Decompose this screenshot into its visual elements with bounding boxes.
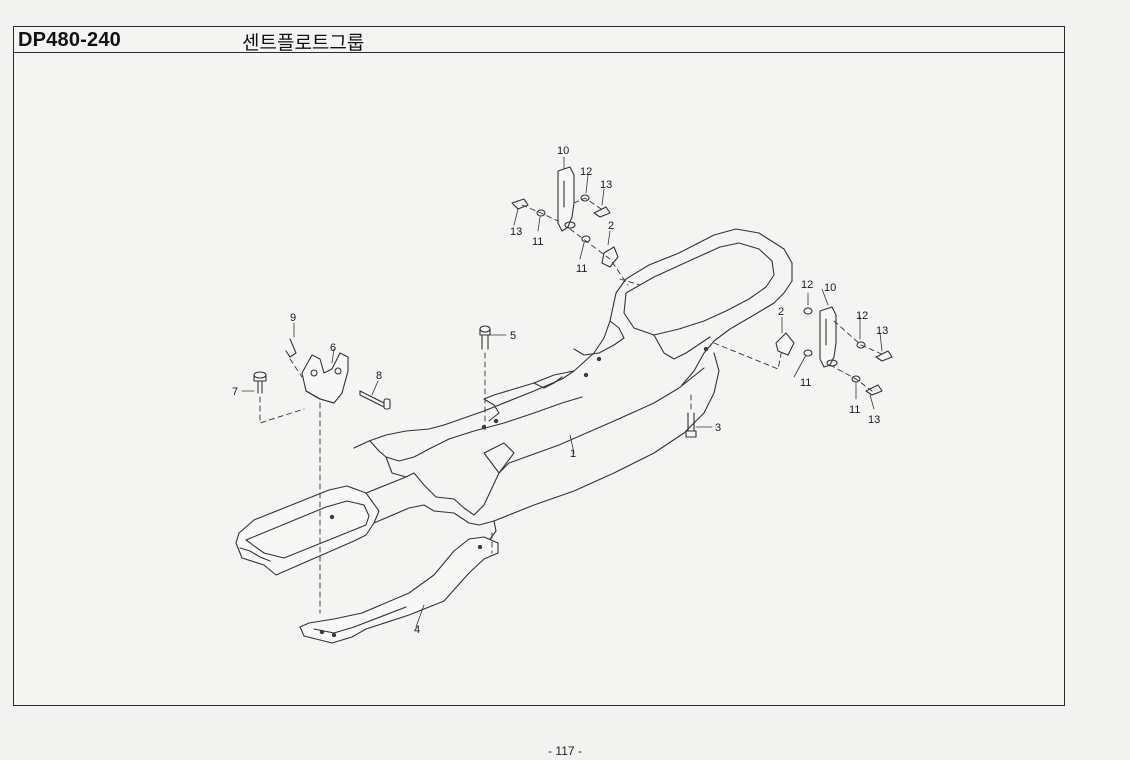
callout-7: 7 (232, 386, 238, 398)
parts-drawing: 1 2 2 3 4 5 6 7 8 9 10 10 11 11 11 11 12 (232, 145, 893, 644)
callout-12-right-left: 12 (801, 279, 813, 291)
callout-12-right-right: 12 (856, 310, 868, 322)
snap-rings (511, 198, 893, 396)
callout-11-upper-right: 11 (576, 263, 587, 275)
center-float-body (235, 228, 793, 576)
snap-pin (285, 338, 297, 358)
callout-9: 9 (290, 312, 296, 324)
clip-bracket-right (775, 332, 795, 356)
leader-lines (241, 156, 883, 628)
callout-11-upper-left: 11 (532, 236, 543, 248)
bolt-left (253, 371, 267, 394)
callout-5: 5 (510, 330, 516, 342)
callout-11-right-upper: 11 (800, 377, 811, 389)
page-number: - 117 - (548, 744, 582, 758)
hinge-stand-right (819, 306, 838, 368)
callout-13-upper-left: 13 (510, 226, 522, 238)
callout-1: 1 (570, 448, 576, 460)
model-code: DP480-240 (18, 29, 121, 51)
callout-labels: 1 2 2 3 4 5 6 7 8 9 10 10 11 11 11 11 12 (232, 145, 888, 636)
mount-bracket (301, 352, 349, 404)
callout-2-right: 2 (778, 306, 784, 318)
callout-13-upper-right: 13 (600, 179, 612, 191)
bolt-center (479, 325, 491, 350)
page-header: DP480-240 센트플로트그룹 (14, 27, 1064, 54)
hinge-stand-upper (557, 166, 576, 232)
callout-13-right-upper: 13 (876, 325, 888, 337)
support-bar (299, 536, 499, 644)
callout-10-right: 10 (824, 282, 836, 294)
diagram-frame: DP480-240 센트플로트그룹 (13, 26, 1065, 706)
callout-2-upper: 2 (608, 220, 614, 232)
exploded-parts-diagram: 1 2 2 3 4 5 6 7 8 9 10 10 11 11 11 11 12 (14, 53, 1064, 705)
washers (536, 194, 866, 383)
callout-12-upper: 12 (580, 166, 592, 178)
callout-4: 4 (414, 624, 420, 636)
group-title: 센트플로트그룹 (242, 32, 365, 54)
assembly-lines (259, 197, 885, 614)
callout-10-upper: 10 (557, 145, 569, 157)
callout-11-right-lower: 11 (849, 404, 860, 416)
clip-bracket-upper (601, 246, 619, 268)
bolt-lower (685, 412, 697, 438)
callout-8: 8 (376, 370, 382, 382)
callout-6: 6 (330, 342, 336, 354)
callout-13-right-lower: 13 (868, 414, 880, 426)
callout-3: 3 (715, 422, 721, 434)
pin (359, 390, 391, 410)
